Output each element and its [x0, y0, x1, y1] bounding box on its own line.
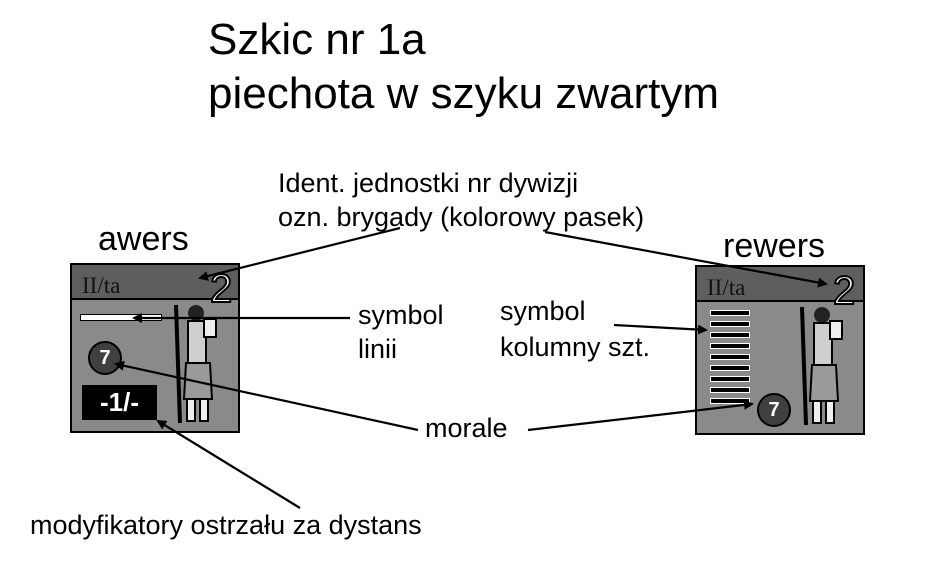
rewers-label: rewers	[723, 229, 825, 263]
line-formation-symbol	[80, 314, 162, 321]
diagram-title: Szkic nr 1a	[208, 18, 426, 62]
brigade-bar: II/ta 2	[697, 267, 863, 302]
soldier-figure-icon	[792, 303, 852, 431]
arrow-column-symbol	[614, 325, 706, 330]
brigade-bar: II/ta 2	[72, 265, 238, 300]
counter-front: II/ta 2 7 -1/-	[70, 263, 240, 433]
morale-label: morale	[425, 415, 508, 442]
column-symbol-label-1: symbol	[500, 298, 586, 325]
awers-label: awers	[98, 222, 189, 256]
ident-label-line2: ozn. brygady (kolorowy pasek)	[278, 204, 644, 231]
column-formation-symbol	[710, 310, 750, 409]
fire-modifier-label: modyfikatory ostrzału za dystans	[30, 512, 422, 539]
line-symbol-label-1: symbol	[358, 302, 444, 329]
ident-label-line1: Ident. jednostki nr dywizji	[278, 170, 578, 197]
counter-back: II/ta 2 7	[695, 265, 865, 435]
arrow-fire-modifier	[158, 421, 300, 508]
morale-badge: 7	[88, 341, 122, 375]
unit-id: II/ta	[707, 275, 745, 301]
unit-id: II/ta	[82, 273, 120, 299]
diagram-subtitle: piechota w szyku zwartym	[208, 72, 719, 116]
morale-badge: 7	[757, 393, 791, 427]
column-symbol-label-2: kolumny szt.	[500, 334, 650, 361]
soldier-figure-icon	[166, 301, 226, 429]
line-symbol-label-2: linii	[358, 336, 397, 363]
fire-modifier-box: -1/-	[82, 385, 157, 420]
